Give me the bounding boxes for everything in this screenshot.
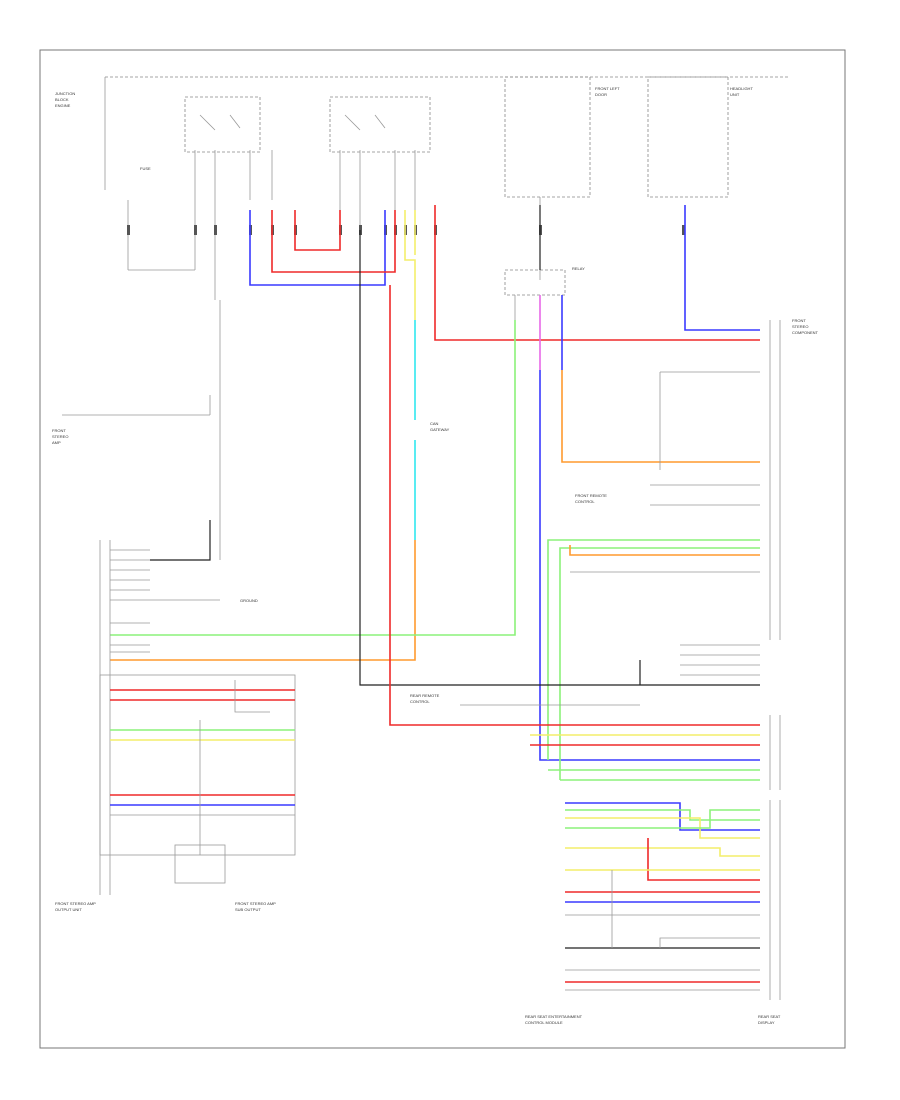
relay-1 [184, 96, 273, 300]
right-connector-lower [530, 715, 781, 790]
svg-text:STEREO: STEREO [52, 434, 68, 439]
svg-text:FRONT: FRONT [792, 318, 806, 323]
svg-text:GATEWAY: GATEWAY [430, 427, 450, 432]
svg-text:FRONT STEREO AMP: FRONT STEREO AMP [55, 901, 96, 906]
wire-red-lower [389, 285, 760, 726]
svg-text:SUB OUTPUT: SUB OUTPUT [235, 907, 261, 912]
svg-text:OUTPUT UNIT: OUTPUT UNIT [55, 907, 82, 912]
top-wires [110, 205, 760, 661]
diagram-frame [39, 49, 846, 1049]
svg-text:RELAY: RELAY [572, 266, 585, 271]
svg-text:CAN: CAN [430, 421, 439, 426]
svg-text:FUSE: FUSE [140, 166, 151, 171]
connector-pins-top [127, 225, 685, 235]
svg-text:REAR SEAT: REAR SEAT [758, 1014, 781, 1019]
svg-text:STEREO: STEREO [792, 324, 808, 329]
svg-text:FRONT REMOTE: FRONT REMOTE [575, 493, 607, 498]
svg-text:REAR SEAT ENTERTAINMENT: REAR SEAT ENTERTAINMENT [525, 1014, 583, 1019]
svg-text:BLOCK: BLOCK [55, 97, 69, 102]
svg-text:CONTROL: CONTROL [575, 499, 595, 504]
fuse-block-left: JUNCTION BLOCK ENGINE FUSE [55, 77, 196, 271]
svg-text:COMPONENT: COMPONENT [792, 330, 819, 335]
svg-text:DISPLAY: DISPLAY [758, 1020, 775, 1025]
center-bus [359, 230, 760, 686]
svg-text:JUNCTION: JUNCTION [55, 91, 75, 96]
svg-text:UNIT: UNIT [730, 92, 740, 97]
fuse-block-right [504, 76, 729, 280]
svg-text:FRONT: FRONT [52, 428, 66, 433]
svg-text:ENGINE: ENGINE [55, 103, 71, 108]
right-connector-upper: FRONT STEREO COMPONENT [547, 318, 819, 780]
relay-module-center [110, 205, 760, 761]
svg-text:GROUND: GROUND [240, 598, 258, 603]
svg-text:AMP: AMP [52, 440, 61, 445]
svg-text:CONTROL MODULE: CONTROL MODULE [525, 1020, 563, 1025]
left-inner-module [99, 674, 296, 884]
svg-text:CONTROL: CONTROL [410, 699, 430, 704]
svg-text:HEADLIGHT: HEADLIGHT [730, 86, 753, 91]
svg-text:REAR REMOTE: REAR REMOTE [410, 693, 440, 698]
component-labels: FRONT LEFT DOOR HEADLIGHT UNIT RELAY CAN… [55, 86, 781, 1025]
bottom-right-cluster [565, 800, 781, 1000]
svg-text:FRONT LEFT: FRONT LEFT [595, 86, 620, 91]
left-controller: FRONT STEREO AMP [52, 300, 221, 895]
svg-text:DOOR: DOOR [595, 92, 607, 97]
svg-text:FRONT STEREO AMP: FRONT STEREO AMP [235, 901, 276, 906]
